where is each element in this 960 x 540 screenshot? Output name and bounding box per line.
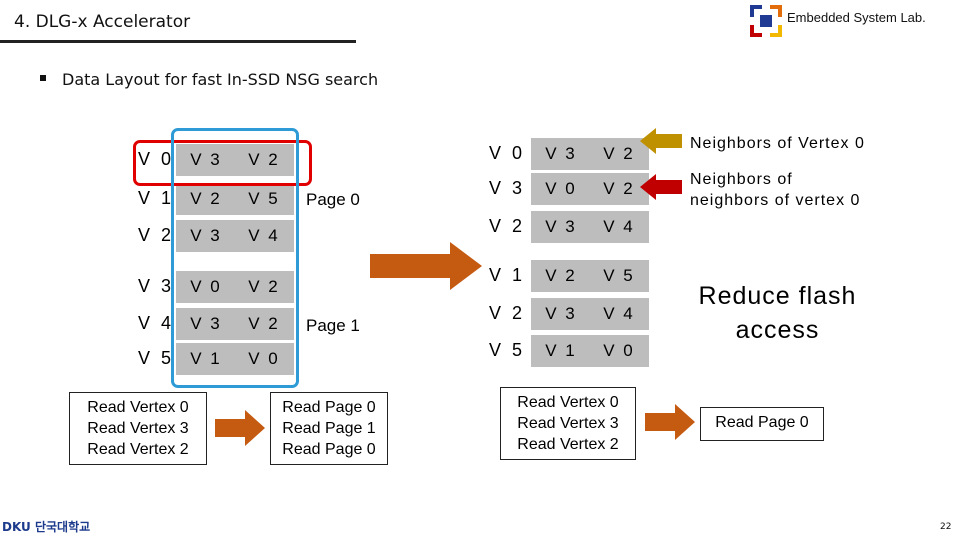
bullet-marker — [40, 75, 46, 81]
right-row-label: V 2 — [489, 303, 526, 323]
read-line: Read Vertex 3 — [87, 420, 189, 437]
read-line: Read Page 1 — [282, 420, 376, 437]
page0-label: Page 0 — [306, 190, 360, 209]
read-line: Read Vertex 2 — [87, 441, 189, 458]
right-neighbor-cell: V 4 — [589, 211, 649, 243]
column-highlight — [171, 128, 299, 388]
neighbors-arrow-icon — [640, 128, 682, 154]
neighbors-note: Neighbors of Vertex 0 — [690, 135, 865, 152]
left-neighbor-cell: V 3 — [176, 308, 236, 340]
left-neighbor-cell: V 2 — [176, 183, 236, 215]
right-read-arrow-icon — [645, 404, 695, 440]
left-neighbor-cell: V 3 — [176, 144, 236, 176]
left-row-label: V 1 — [138, 188, 175, 208]
read-line: Read Vertex 0 — [87, 399, 189, 416]
slide-title: 4. DLG-x Accelerator — [14, 12, 191, 32]
university-logo: DKU 단국대학교 — [2, 520, 91, 534]
right-row-label: V 2 — [489, 216, 526, 236]
read-line: Read Vertex 3 — [517, 415, 619, 432]
read-line: Read Page 0 — [282, 441, 376, 458]
left-row-label: V 2 — [138, 225, 175, 245]
right-row-label: V 5 — [489, 340, 526, 360]
right-row-label: V 1 — [489, 265, 526, 285]
left-row-label: V 3 — [138, 276, 175, 296]
read-line: Read Vertex 0 — [517, 394, 619, 411]
right-read-pages-box: Read Page 0 — [700, 407, 824, 441]
right-neighbor-cell: V 3 — [531, 138, 591, 170]
read-line: Read Page 0 — [715, 414, 809, 431]
title-underline — [0, 40, 356, 43]
right-neighbor-cell: V 3 — [531, 298, 591, 330]
layout-transform-arrow-icon — [370, 242, 482, 290]
right-row-label: V 0 — [489, 143, 526, 163]
page1-label: Page 1 — [306, 316, 360, 335]
left-neighbor-cell: V 5 — [234, 183, 294, 215]
right-neighbor-cell: V 0 — [531, 173, 591, 205]
right-neighbor-cell: V 2 — [589, 138, 649, 170]
left-neighbor-cell: V 2 — [234, 308, 294, 340]
bullet-text: Data Layout for fast In-SSD NSG search — [62, 70, 379, 89]
right-neighbor-cell: V 2 — [531, 260, 591, 292]
right-neighbor-cell: V 1 — [531, 335, 591, 367]
read-line: Read Vertex 2 — [517, 436, 619, 453]
neighbors-of-neighbors-note-2: neighbors of vertex 0 — [690, 192, 861, 209]
right-row-label: V 3 — [489, 178, 526, 198]
left-neighbor-cell: V 2 — [234, 271, 294, 303]
right-neighbor-cell: V 5 — [589, 260, 649, 292]
right-neighbor-cell: V 2 — [589, 173, 649, 205]
left-neighbor-cell: V 1 — [176, 343, 236, 375]
left-neighbor-cell: V 0 — [234, 343, 294, 375]
lab-name: Embedded System Lab. — [787, 10, 926, 25]
right-read-vertices-box: Read Vertex 0 Read Vertex 3 Read Vertex … — [500, 387, 636, 460]
vertex0-highlight — [133, 140, 312, 186]
right-neighbor-cell: V 4 — [589, 298, 649, 330]
page-number: 22 — [940, 522, 952, 532]
left-neighbor-cell: V 3 — [176, 220, 236, 252]
right-neighbor-cell: V 3 — [531, 211, 591, 243]
left-row-label: V 5 — [138, 348, 175, 368]
left-read-vertices-box: Read Vertex 0 Read Vertex 3 Read Vertex … — [69, 392, 207, 465]
left-read-arrow-icon — [215, 410, 265, 446]
left-neighbor-cell: V 4 — [234, 220, 294, 252]
lab-logo-icon — [750, 5, 782, 37]
left-row-label: V 4 — [138, 313, 175, 333]
neighbors-of-neighbors-note-1: Neighbors of — [690, 171, 793, 188]
right-neighbor-cell: V 0 — [589, 335, 649, 367]
neighbors-of-neighbors-arrow-icon — [640, 174, 682, 200]
left-neighbor-cell: V 2 — [234, 144, 294, 176]
reduce-note-2: access — [735, 316, 820, 344]
read-line: Read Page 0 — [282, 399, 376, 416]
left-read-pages-box: Read Page 0 Read Page 1 Read Page 0 — [270, 392, 388, 465]
reduce-note-1: Reduce flash — [698, 282, 857, 310]
left-row-label: V 0 — [138, 149, 175, 169]
left-neighbor-cell: V 0 — [176, 271, 236, 303]
